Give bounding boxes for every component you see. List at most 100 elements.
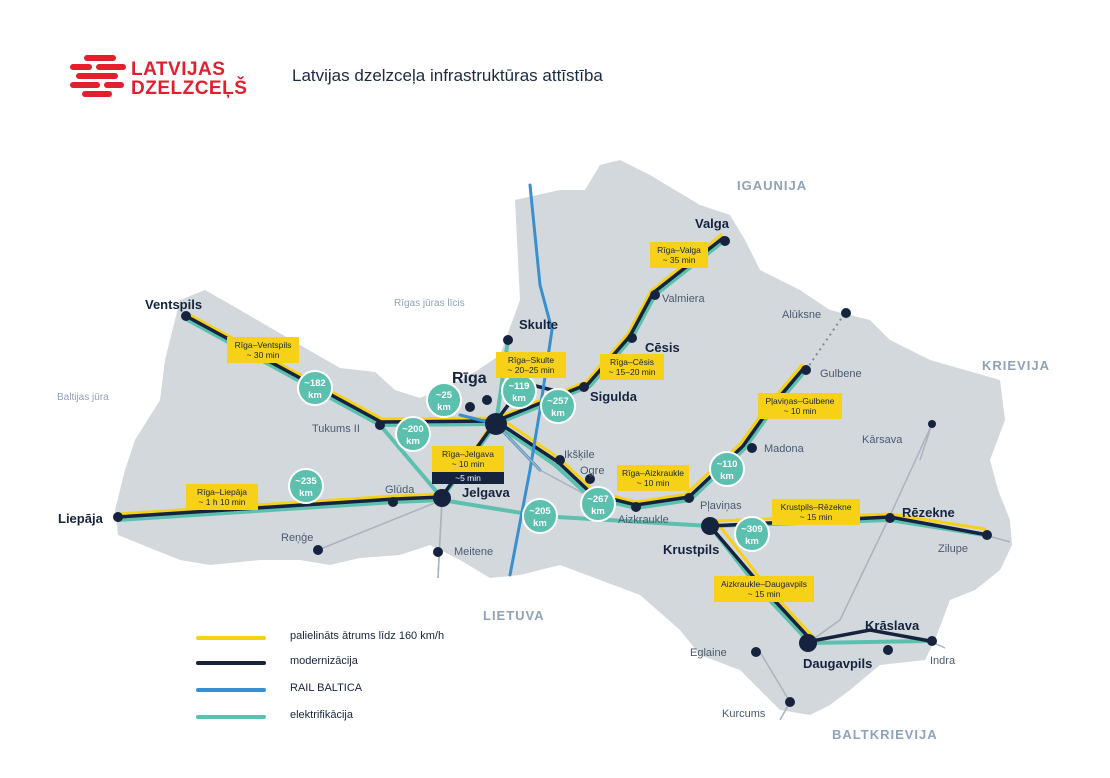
svg-text:~182: ~182 <box>304 378 325 389</box>
svg-text:km: km <box>299 488 313 499</box>
label-lietuva: LIETUVA <box>483 608 545 623</box>
label-meitene: Meitene <box>454 546 493 558</box>
svg-text:km: km <box>745 536 759 547</box>
legend-swatch-navy <box>196 661 266 665</box>
label-renge: Reņģe <box>281 531 313 544</box>
label-rezekne: Rēzekne <box>902 505 955 520</box>
label-valga: Valga <box>695 216 730 231</box>
svg-text:Rīga–Liepāja: Rīga–Liepāja <box>197 487 247 497</box>
label-zilupe: Zilupe <box>938 543 968 555</box>
legend-swatch-blue <box>196 688 266 692</box>
label-madona: Madona <box>764 443 805 455</box>
svg-text:~ 10 min: ~ 10 min <box>637 478 670 488</box>
route-box-liepaja: Rīga–Liepāja~ 1 h 10 min <box>186 484 258 510</box>
svg-text:~ 30 min: ~ 30 min <box>247 350 280 360</box>
svg-text:~110: ~110 <box>717 459 738 470</box>
brand-logo-icon <box>70 55 126 97</box>
svg-text:km: km <box>591 506 605 517</box>
page-title: Latvijas dzelzceļa infrastruktūras attīs… <box>292 66 603 85</box>
svg-text:Krustpils–Rēzekne: Krustpils–Rēzekne <box>781 502 852 512</box>
route-box-cesis: Rīga–Cēsis~ 15–20 min <box>600 354 664 380</box>
label-jelgava: Jelgava <box>462 485 510 500</box>
svg-text:~205: ~205 <box>529 506 551 517</box>
svg-text:km: km <box>551 408 565 419</box>
hub-dots <box>433 413 817 652</box>
label-kraslava: Krāslava <box>865 618 920 633</box>
label-karsava: Kārsava <box>862 434 903 446</box>
svg-text:km: km <box>437 402 451 413</box>
svg-text:~ 1 h 10 min: ~ 1 h 10 min <box>198 497 245 507</box>
label-valmiera: Valmiera <box>662 293 705 305</box>
route-box-jelgava: Rīga–Jelgava~ 10 min~5 min <box>432 446 504 484</box>
route-box-daugavpils: Aizkraukle–Daugavpils~ 15 min <box>714 576 814 602</box>
svg-text:~200: ~200 <box>402 424 423 435</box>
label-krievija: KRIEVIJA <box>982 358 1050 373</box>
label-kurcums: Kurcums <box>722 708 766 720</box>
svg-text:~235: ~235 <box>295 476 317 487</box>
svg-text:~25: ~25 <box>436 390 453 401</box>
svg-text:~ 10 min: ~ 10 min <box>784 406 817 416</box>
label-igaunija: IGAUNIJA <box>737 178 807 193</box>
svg-text:~257: ~257 <box>547 396 568 407</box>
svg-text:~267: ~267 <box>587 494 608 505</box>
svg-text:Rīga–Jelgava: Rīga–Jelgava <box>442 449 494 459</box>
svg-text:~309: ~309 <box>741 524 762 535</box>
legend-swatch-teal <box>196 715 266 719</box>
label-riga: Rīga <box>452 370 487 387</box>
label-daugavpils: Daugavpils <box>803 656 872 671</box>
svg-text:Rīga–Valga: Rīga–Valga <box>657 245 701 255</box>
label-indra: Indra <box>930 655 956 667</box>
svg-text:Rīga–Aizkraukle: Rīga–Aizkraukle <box>622 468 684 478</box>
svg-text:~119: ~119 <box>509 381 530 392</box>
svg-text:~ 15–20 min: ~ 15–20 min <box>608 367 655 377</box>
svg-text:Rīga–Skulte: Rīga–Skulte <box>508 355 555 365</box>
logo-line1: LATVIJAS <box>131 59 226 80</box>
label-ogre: Ogre <box>580 465 604 477</box>
svg-text:~ 20–25 min: ~ 20–25 min <box>507 365 554 375</box>
route-box-aizkraukle: Rīga–Aizkraukle~ 10 min <box>617 465 689 491</box>
label-gulbene: Gulbene <box>820 368 862 380</box>
label-ikskile: Ikšķile <box>564 449 595 461</box>
label-liepaja: Liepāja <box>58 511 104 526</box>
label-aluksne: Alūksne <box>782 309 821 321</box>
svg-text:km: km <box>720 471 734 482</box>
label-cesis: Cēsis <box>645 340 680 355</box>
legend-swatch-yellow <box>196 636 266 640</box>
label-krustpils: Krustpils <box>663 542 719 557</box>
label-eglaine: Eglaine <box>690 647 727 659</box>
route-box-valga: Rīga–Valga~ 35 min <box>650 242 708 268</box>
logo-line2: DZELZCEĻŠ <box>131 78 248 99</box>
svg-text:~ 10 min: ~ 10 min <box>452 459 485 469</box>
svg-text:km: km <box>308 390 322 401</box>
svg-text:km: km <box>406 436 420 447</box>
svg-text:~ 15 min: ~ 15 min <box>800 512 833 522</box>
label-tukums: Tukums II <box>312 423 360 435</box>
route-box-rezekne: Krustpils–Rēzekne~ 15 min <box>772 499 860 525</box>
svg-text:km: km <box>533 518 547 529</box>
svg-text:Aizkraukle–Daugavpils: Aizkraukle–Daugavpils <box>721 579 807 589</box>
label-gluda: Glūda <box>385 484 415 496</box>
label-baltic-sea: Baltijas jūra <box>57 392 109 403</box>
label-baltkrievija: BALTKRIEVIJA <box>832 727 938 742</box>
label-gulf-of-riga: Rīgas jūras līcis <box>394 298 465 309</box>
svg-text:~ 15 min: ~ 15 min <box>748 589 781 599</box>
label-sigulda: Sigulda <box>590 389 638 404</box>
label-skulte: Skulte <box>519 317 558 332</box>
svg-text:~ 35 min: ~ 35 min <box>663 255 696 265</box>
label-plavinas: Pļaviņas <box>700 500 742 512</box>
svg-text:Rīga–Ventspils: Rīga–Ventspils <box>235 340 292 350</box>
label-aizkraukle: Aizkraukle <box>618 514 669 526</box>
label-ventspils: Ventspils <box>145 297 202 312</box>
